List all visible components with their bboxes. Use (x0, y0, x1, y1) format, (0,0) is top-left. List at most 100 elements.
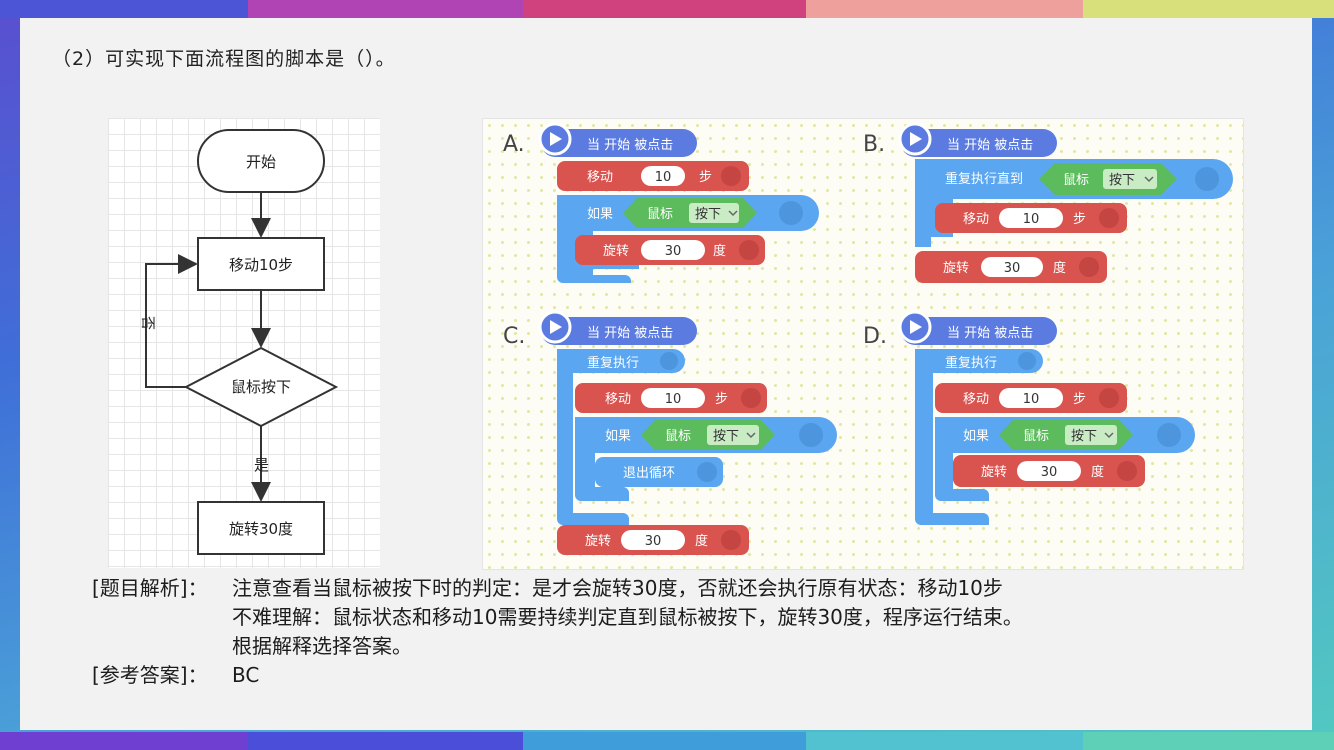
move-unit: 步 (1073, 392, 1086, 407)
rotate-degree-value: 30 (1004, 261, 1021, 276)
dropdown[interactable] (1103, 169, 1157, 189)
control-icon (1157, 423, 1181, 447)
control-icon (1018, 352, 1036, 370)
flow-rotate-node (197, 501, 325, 555)
move-steps-value: 10 (655, 170, 672, 185)
hat-label: 当 开始 被点击 (587, 326, 673, 341)
rotate-label: 旋转 (603, 244, 629, 259)
chevron-down-icon (1104, 432, 1114, 439)
move-steps-value: 10 (1023, 212, 1040, 227)
move-steps-input[interactable] (641, 166, 685, 186)
repeat-until-label: 重复执行直到 (945, 171, 1023, 187)
rotate-unit: 度 (713, 243, 726, 259)
motion-icon (1099, 208, 1119, 228)
hat-label: 当 开始 被点击 (947, 138, 1033, 153)
hat-block (541, 129, 697, 157)
answer-value: BC (232, 663, 260, 687)
move-label: 移动 (605, 392, 631, 407)
rotate-degree-input[interactable] (641, 240, 705, 260)
dropdown[interactable] (1065, 425, 1117, 445)
analysis-line-2: 不难理解：鼠标状态和移动10需要持续判定直到鼠标被按下，旋转30度，程序运行结束… (232, 605, 1023, 629)
move-label: 移动 (587, 170, 613, 185)
rotate-label: 旋转 (585, 534, 611, 549)
exit-loop-label: 退出循环 (623, 466, 675, 481)
flowchart: 开始 移动10步 鼠标按下 否 是 旋转30度 (108, 118, 380, 568)
rotate-degree-input[interactable] (621, 530, 685, 550)
move-steps-input[interactable] (999, 388, 1063, 408)
rotate-degree-input[interactable] (981, 257, 1043, 277)
control-icon (697, 462, 717, 482)
motion-icon (741, 388, 761, 408)
motion-icon (721, 530, 741, 550)
chevron-down-icon (728, 210, 738, 217)
control-icon (1195, 167, 1219, 191)
flow-no-arrow (145, 254, 198, 388)
dropdown[interactable] (689, 203, 739, 223)
rotate-label: 旋转 (943, 261, 969, 276)
options-blocks-area: A. 当 开始 被点击 移动 10 步 如果 鼠标 按下 (482, 118, 1244, 570)
analysis-line-1: 注意查看当鼠标被按下时的判定：是才会旋转30度，否就还会执行原有状态：移动10步 (232, 576, 1003, 600)
rotate-unit: 度 (695, 533, 708, 549)
motion-icon (1099, 388, 1119, 408)
rotate-degree-value: 30 (645, 534, 662, 549)
answer-label: [参考答案]： (92, 663, 208, 687)
sensor-label: 鼠标 (1063, 173, 1089, 188)
top-gradient-bar (0, 0, 1334, 18)
play-icon (550, 320, 562, 334)
dropdown-value: 按下 (695, 207, 721, 222)
slide-panel: （2）可实现下面流程图的脚本是（）。 开始 移动10步 鼠标按下 否 是 旋转3… (20, 18, 1312, 730)
motion-icon (1117, 461, 1137, 481)
play-icon (910, 320, 922, 334)
move-steps-value: 10 (1023, 392, 1040, 407)
dropdown[interactable] (707, 425, 759, 445)
motion-icon (739, 240, 759, 260)
hat-label: 当 开始 被点击 (947, 326, 1033, 341)
option-c[interactable]: C. 当 开始 被点击 重复执行 移动 10 步 如果 鼠标 按下 (503, 310, 837, 555)
sensor-label: 鼠标 (665, 429, 691, 444)
option-d[interactable]: D. 当 开始 被点击 重复执行 移动 10 步 如果 鼠标 按下 (863, 310, 1195, 525)
control-icon (799, 423, 823, 447)
dropdown-value: 按下 (1109, 173, 1135, 188)
flow-move-label: 移动10步 (229, 256, 293, 274)
play-icon (550, 132, 562, 146)
option-b-letter: B. (863, 132, 885, 157)
move-steps-input[interactable] (641, 388, 705, 408)
control-icon (779, 201, 803, 225)
dropdown-value: 按下 (713, 429, 739, 444)
hat-block (901, 129, 1057, 157)
dropdown-value: 按下 (1071, 429, 1097, 444)
option-a[interactable]: A. 当 开始 被点击 移动 10 步 如果 鼠标 按下 (503, 122, 819, 283)
bottom-gradient-bar (0, 732, 1334, 750)
hat-block (901, 317, 1057, 345)
hat-label: 当 开始 被点击 (587, 138, 673, 153)
if-label: 如果 (605, 428, 631, 444)
rotate-degree-value: 30 (1041, 465, 1058, 480)
analysis-section: [题目解析]： 注意查看当鼠标被按下时的判定：是才会旋转30度，否就还会执行原有… (92, 574, 1023, 690)
motion-icon (721, 166, 741, 186)
flow-yes-label: 是 (254, 456, 269, 474)
move-unit: 步 (699, 170, 712, 185)
option-b[interactable]: B. 当 开始 被点击 重复执行直到 鼠标 按下 移动 10 步 (863, 122, 1233, 283)
chevron-down-icon (1144, 176, 1154, 183)
option-d-letter: D. (863, 324, 887, 349)
chevron-down-icon (746, 432, 756, 439)
rotate-unit: 度 (1091, 464, 1104, 480)
hat-block (541, 317, 697, 345)
rotate-unit: 度 (1053, 260, 1066, 276)
move-steps-input[interactable] (999, 208, 1063, 228)
rotate-label: 旋转 (981, 465, 1007, 480)
flow-decision-label: 鼠标按下 (231, 378, 291, 396)
flow-move-node (197, 237, 325, 291)
motion-icon (1079, 257, 1099, 277)
rotate-degree-input[interactable] (1017, 461, 1081, 481)
exit-loop-block (595, 457, 723, 487)
analysis-line-3: 根据解释选择答案。 (232, 634, 412, 658)
sensor-label: 鼠标 (647, 207, 673, 222)
if-label: 如果 (963, 428, 989, 444)
flow-rotate-label: 旋转30度 (229, 520, 293, 538)
question-text: （2）可实现下面流程图的脚本是（）。 (52, 48, 396, 70)
if-label: 如果 (587, 206, 613, 222)
sensor-label: 鼠标 (1023, 429, 1049, 444)
control-icon (660, 352, 678, 370)
move-steps-value: 10 (665, 392, 682, 407)
